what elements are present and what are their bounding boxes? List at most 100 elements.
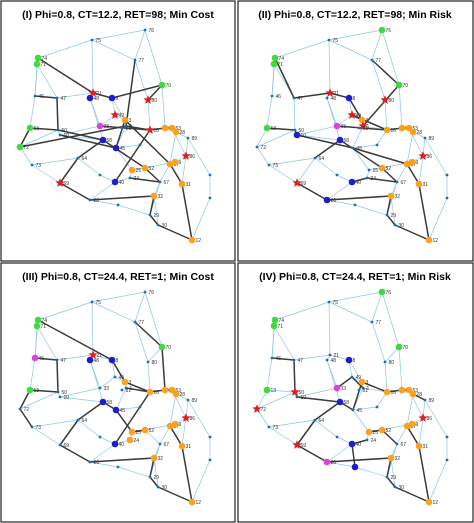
node-label: 86 <box>190 154 196 160</box>
network-node <box>88 460 92 464</box>
network-node <box>76 418 80 422</box>
network-node <box>18 407 22 411</box>
blue-edge <box>352 144 378 149</box>
node-label: 30 <box>399 485 405 491</box>
blue-edge <box>384 99 388 131</box>
magenta-node <box>333 122 341 130</box>
node-label: 31 <box>186 182 192 188</box>
blue-edge <box>428 459 448 503</box>
blue-edge <box>256 391 296 410</box>
network-node <box>186 136 190 140</box>
blue-edge <box>406 131 414 165</box>
network-node <box>208 458 212 462</box>
network-node <box>351 146 355 150</box>
node-label: 70 <box>403 83 409 89</box>
node-label: 33 <box>341 386 347 392</box>
node-label: 73 <box>273 425 279 431</box>
node-label: 16 <box>391 390 397 396</box>
blue-edge <box>371 291 383 323</box>
node-label: 58 <box>344 138 350 144</box>
blue-edge <box>153 195 159 226</box>
blue-edge <box>89 181 116 201</box>
node-label: 80 <box>389 98 395 104</box>
node-label: 25 <box>373 430 379 436</box>
network-node <box>395 180 399 184</box>
node-label: 75 <box>333 38 339 44</box>
network-node <box>270 94 274 98</box>
orange-node <box>378 426 386 434</box>
orange-node <box>405 386 413 394</box>
node-label: 69 <box>64 181 70 187</box>
node-label: 58 <box>107 400 113 406</box>
node-label: 45 <box>120 146 126 152</box>
network-node <box>98 435 102 439</box>
network-node <box>148 213 152 217</box>
orange-node <box>188 498 196 506</box>
blue-edge <box>268 426 298 446</box>
orange-node <box>383 388 391 396</box>
network-node <box>361 386 365 390</box>
red-star-node <box>145 125 155 134</box>
node-label: 24 <box>134 176 140 182</box>
route-edge <box>115 119 126 149</box>
green-node <box>16 143 24 151</box>
blue-node <box>99 398 107 406</box>
node-label: 30 <box>162 223 168 229</box>
blue-edge <box>19 391 59 410</box>
blue-edge <box>273 325 295 361</box>
blue-edge <box>161 84 166 129</box>
red-star-node <box>110 110 120 119</box>
route-edge <box>362 84 400 127</box>
blue-edge <box>147 346 163 363</box>
node-label: 77 <box>376 320 382 326</box>
blue-edge <box>362 387 388 393</box>
blue-edge <box>153 457 159 488</box>
route-edge <box>29 389 59 393</box>
blue-edge <box>348 359 363 383</box>
blue-edge <box>274 301 330 321</box>
panel-2-route-edges <box>266 57 430 241</box>
orange-node <box>150 192 158 200</box>
orange-node <box>383 126 391 134</box>
node-label: 69 <box>301 443 307 449</box>
route-edge <box>114 129 151 183</box>
blue-edge <box>59 396 104 403</box>
node-label: 49 <box>119 113 125 119</box>
route-edge <box>366 177 398 183</box>
blue-edge <box>371 29 383 61</box>
node-label: 64 <box>82 156 88 162</box>
orange-node <box>128 166 136 174</box>
node-label: 40 <box>356 180 362 186</box>
node-label: 24 <box>134 438 140 444</box>
blue-edge <box>293 97 296 131</box>
network-node <box>116 203 120 207</box>
network-node <box>423 398 427 402</box>
blue-edge <box>296 125 338 136</box>
blue-edge <box>159 163 171 183</box>
network-node <box>350 375 354 379</box>
blue-edge <box>266 95 273 129</box>
network-node <box>292 96 296 100</box>
panel-1-frame <box>0 0 236 262</box>
orange-node <box>172 128 180 136</box>
route-edge <box>34 95 58 99</box>
blue-edge <box>328 39 373 61</box>
route-edge <box>352 147 408 165</box>
blue-edge <box>115 387 127 411</box>
blue-edge <box>266 389 296 393</box>
route-edge <box>19 408 33 428</box>
node-label: 53 <box>176 388 182 394</box>
blue-edge <box>384 361 388 393</box>
blue-edge <box>111 97 126 121</box>
blue-edge <box>268 164 298 184</box>
node-label: 67 <box>164 180 170 186</box>
network-node <box>351 408 355 412</box>
route-edge <box>19 125 127 148</box>
blue-edge <box>29 95 36 129</box>
network-node <box>423 136 427 140</box>
green-node <box>158 81 166 89</box>
node-label: 8 <box>116 358 119 364</box>
route-edge <box>157 486 193 503</box>
magenta-node <box>96 122 104 130</box>
